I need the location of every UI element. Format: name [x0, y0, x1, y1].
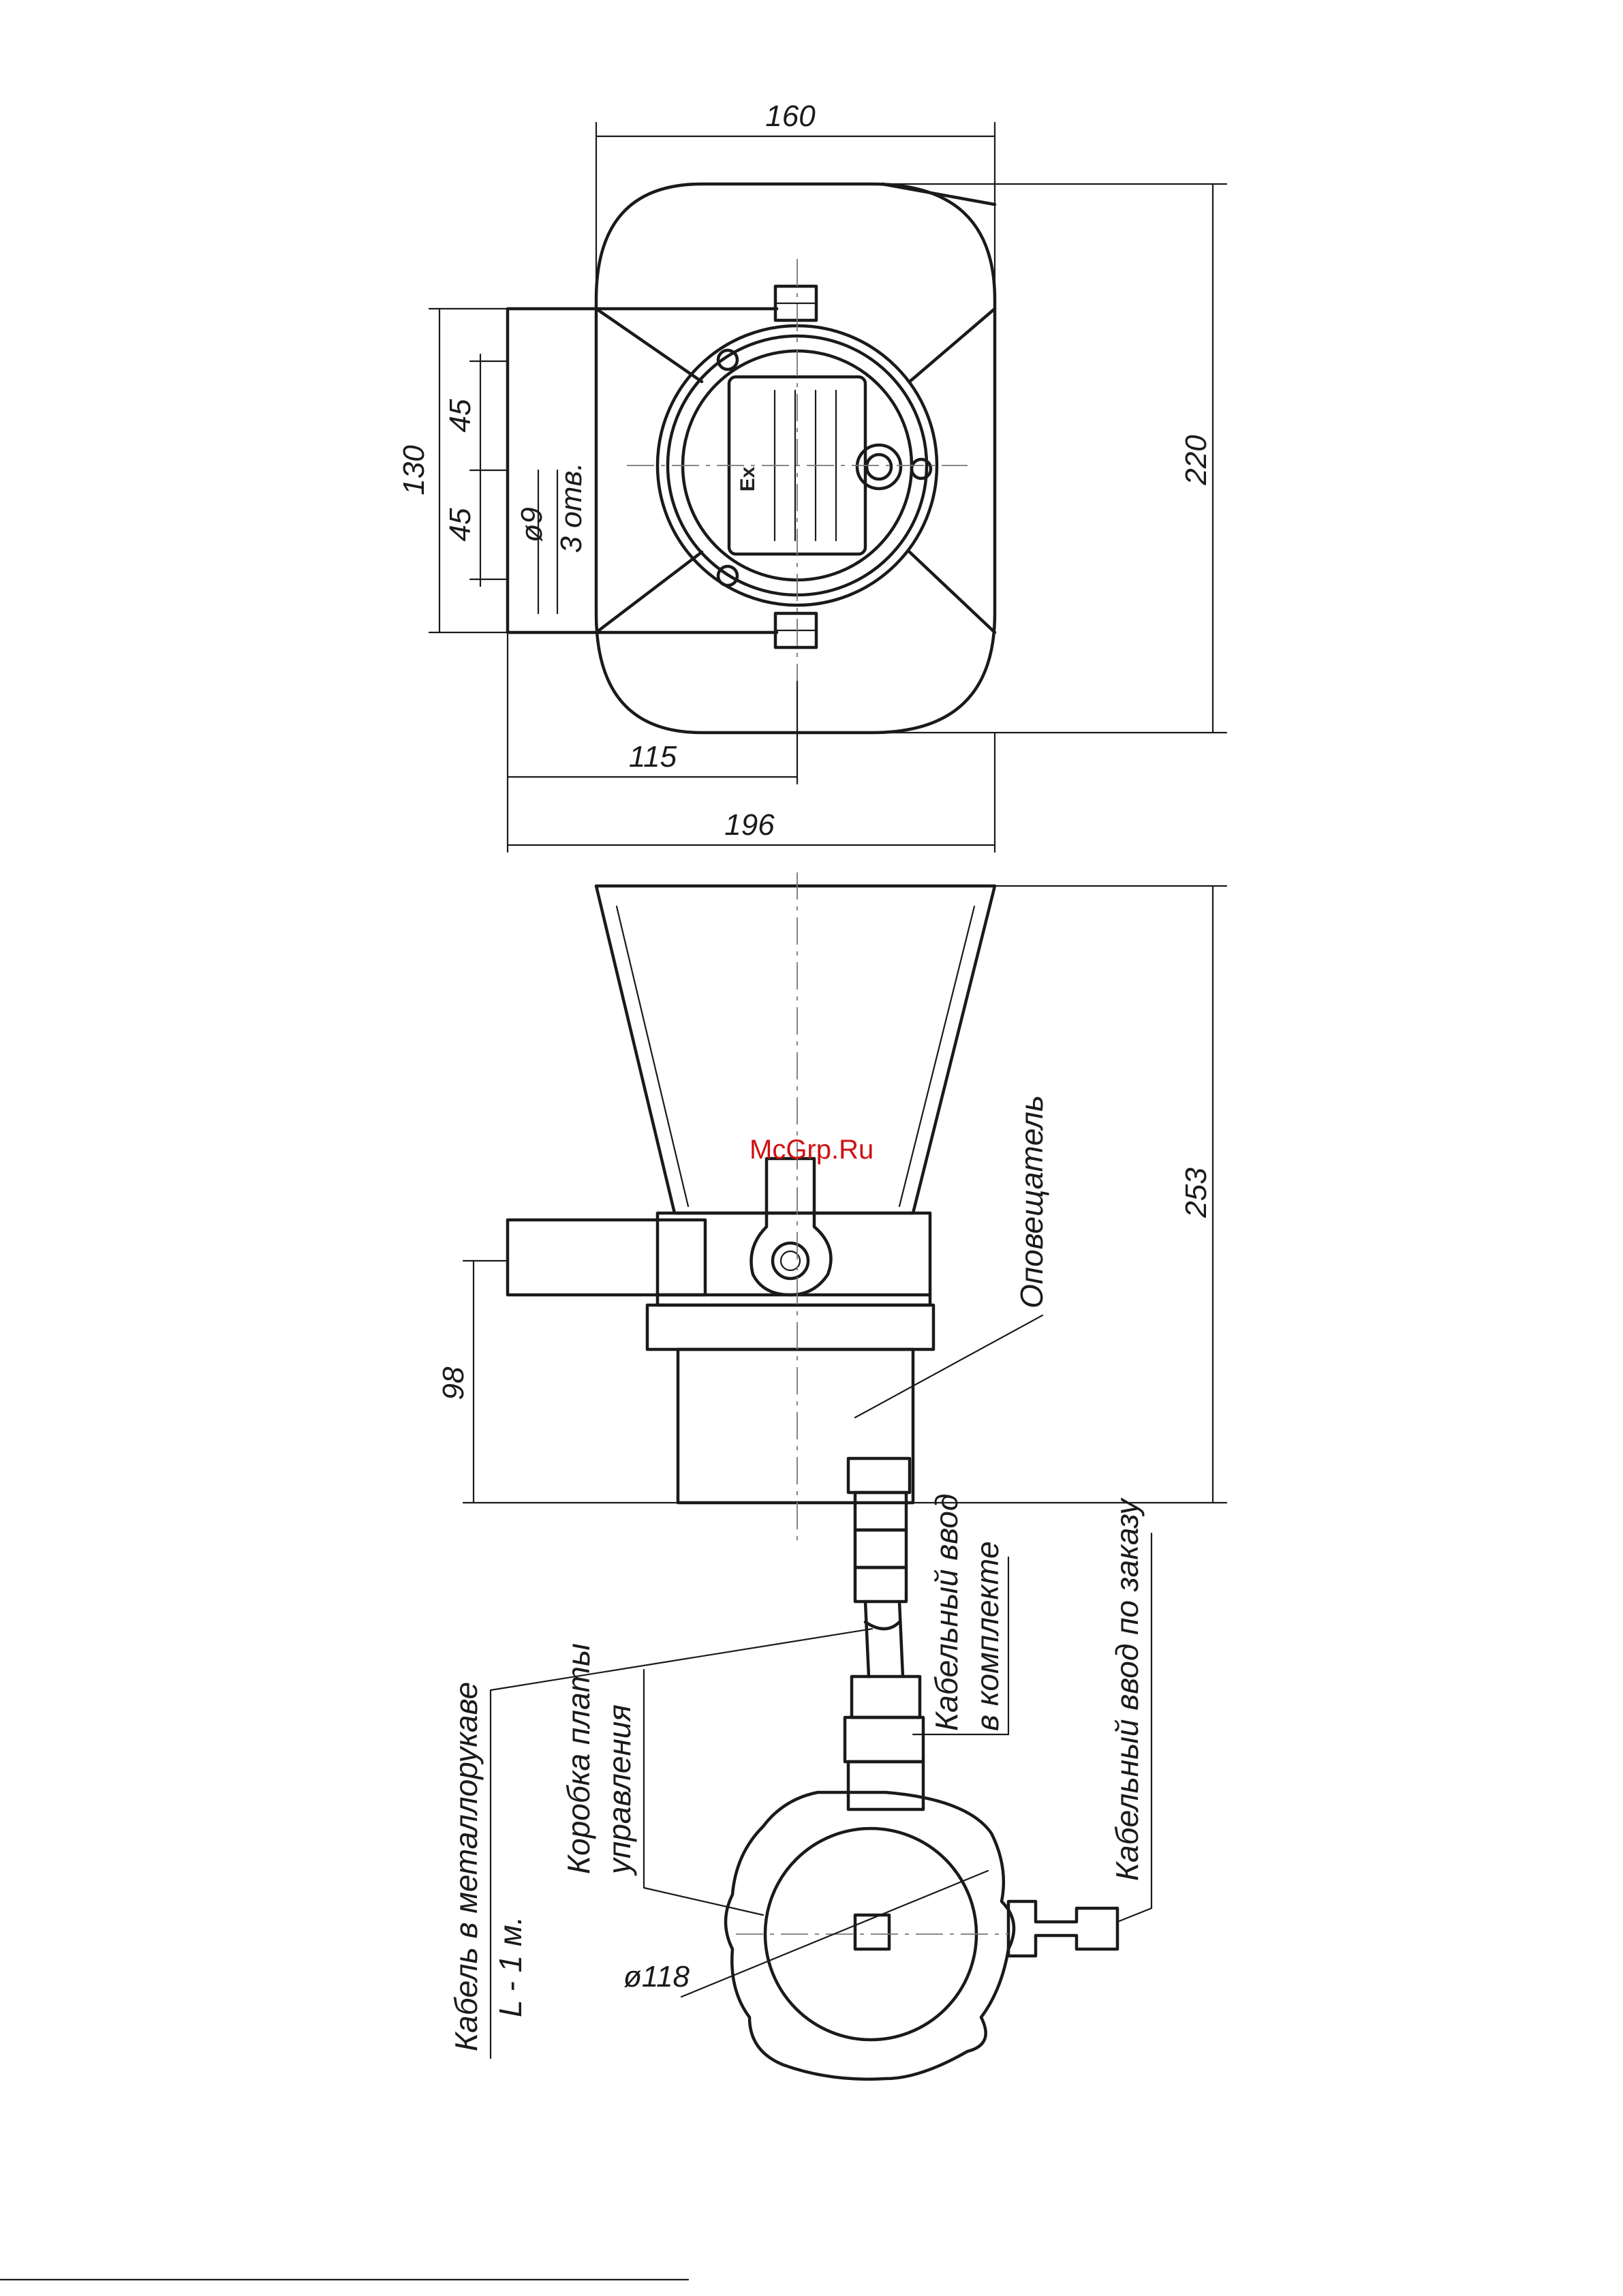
dim-115: 115	[629, 740, 677, 774]
dim-196: 196	[724, 808, 775, 842]
dim-253: 253	[1179, 1167, 1213, 1219]
horn-edge-tl	[596, 309, 702, 382]
label-cable-entry-2: в комплекте	[970, 1541, 1005, 1731]
label-cable-hose: Кабель в металлорукаве	[448, 1682, 484, 2051]
side-view	[508, 872, 1117, 2079]
horn-edge-tr	[910, 309, 995, 382]
label-annunciator: Оповещатель	[1014, 1095, 1049, 1308]
horn-edge-r1	[882, 184, 995, 204]
order-gland	[1008, 1901, 1117, 1956]
cable	[865, 1602, 903, 1677]
dim-45-lower: 45	[444, 508, 477, 541]
dim-220: 220	[1179, 435, 1213, 486]
side-dimensions: 253 98 ø118	[437, 886, 1226, 1997]
annotations: Оповещатель Кабельный ввод в комплекте К…	[448, 1095, 1151, 2058]
lower-gland-2	[845, 1717, 923, 1762]
horn-edge-br	[910, 552, 995, 632]
pivot	[752, 1159, 831, 1295]
body-flange	[647, 1305, 933, 1349]
horn-edge-bl	[596, 552, 702, 632]
gland-1	[855, 1493, 906, 1530]
side-gland-outer	[857, 445, 901, 489]
label-control-box-2: управления	[602, 1704, 637, 1876]
dim-hole-count: 3 отв.	[555, 462, 588, 553]
lower-gland-3	[848, 1762, 923, 1809]
dim-98: 98	[437, 1366, 470, 1400]
gland-top	[848, 1458, 910, 1493]
cone-inner-right	[899, 906, 974, 1206]
dim-118: ø118	[623, 1960, 690, 1993]
top-dimensions: 160 220 130 45 45 ø9 3 отв. 115 196	[397, 100, 1226, 852]
lower-gland-1	[852, 1677, 920, 1717]
dim-hole-diameter: ø9	[515, 507, 548, 542]
label-cable-entry-1: Кабельный ввод	[929, 1494, 964, 1731]
body-housing	[678, 1349, 913, 1503]
side-bracket	[508, 1220, 705, 1295]
nameplate-ex: Ex	[737, 466, 759, 491]
label-cable-entry-order: Кабельный ввод по заказу	[1109, 1497, 1145, 1881]
dim-130: 130	[397, 445, 431, 495]
body-ring	[658, 1213, 930, 1305]
side-gland-inner	[867, 455, 891, 479]
control-box-center	[855, 1915, 889, 1949]
control-box	[726, 1792, 1014, 2079]
pivot-bolt	[773, 1243, 808, 1279]
watermark: McGrp.Ru	[749, 1135, 874, 1165]
dim-45-upper: 45	[444, 399, 477, 432]
label-cable-length: L - 1 м.	[493, 1916, 528, 2017]
gland-2	[855, 1530, 906, 1567]
cone-inner-left	[617, 906, 688, 1206]
dim-160: 160	[765, 100, 816, 133]
gland-3	[855, 1567, 906, 1602]
